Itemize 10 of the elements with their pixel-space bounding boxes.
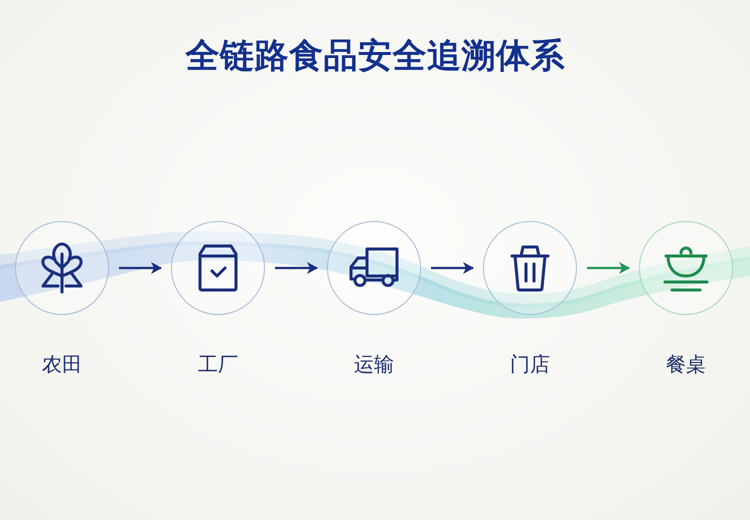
step-label: 运输 — [354, 352, 394, 376]
step-label: 农田 — [42, 352, 82, 376]
step-label: 门店 — [510, 352, 550, 376]
arrow — [587, 262, 630, 274]
arrow — [275, 262, 318, 274]
arrow — [119, 262, 162, 274]
arrow — [431, 262, 474, 274]
title: 全链路食品安全追溯体系 — [185, 35, 565, 77]
step-label: 工厂 — [198, 352, 238, 376]
step-label: 餐桌 — [666, 352, 706, 376]
